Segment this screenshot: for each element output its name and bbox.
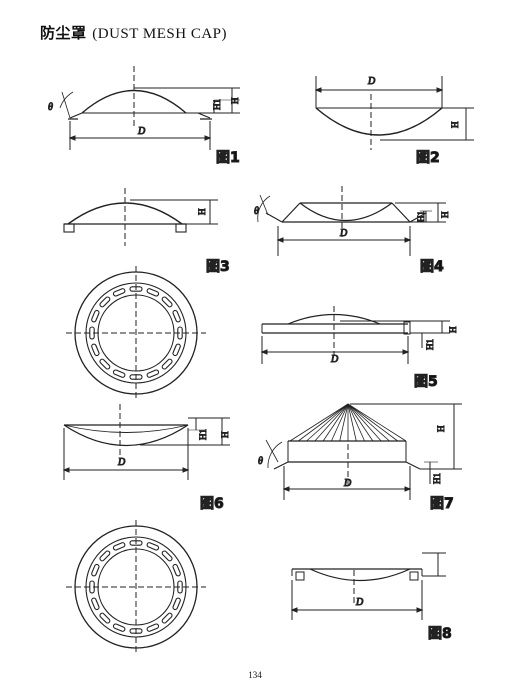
fig1-label: 图1 bbox=[216, 150, 240, 166]
cone-rib bbox=[331, 403, 349, 442]
figure-3 bbox=[63, 188, 218, 246]
figure-7 bbox=[265, 403, 462, 500]
cone-rib bbox=[347, 403, 398, 442]
fig4-dim-h: H bbox=[440, 211, 450, 218]
fig7-dim-h: H bbox=[436, 425, 446, 432]
ring-slot bbox=[172, 597, 181, 611]
ring-slot bbox=[91, 597, 100, 611]
ring-slot bbox=[112, 369, 126, 378]
ring-slot bbox=[172, 343, 181, 357]
figure-8 bbox=[290, 552, 446, 620]
ring-slot bbox=[99, 612, 111, 624]
cone-rib bbox=[314, 403, 349, 442]
ring-slot bbox=[91, 309, 100, 323]
ring-slot bbox=[89, 580, 95, 594]
figure-4 bbox=[257, 186, 446, 256]
fig3-label: 图3 bbox=[206, 259, 230, 275]
fig5-label: 图5 bbox=[414, 374, 438, 390]
fig7-dim-h1: H1 bbox=[432, 473, 442, 484]
cone-rib bbox=[347, 403, 357, 442]
fig4-dim-d: D bbox=[339, 228, 348, 239]
fig4-dim-h1: H1 bbox=[416, 211, 426, 222]
fig5-dim-h: H bbox=[448, 326, 458, 333]
fig7-dim-d: D bbox=[343, 478, 352, 489]
ring-slot bbox=[146, 288, 160, 297]
figure-2 bbox=[314, 76, 474, 150]
ring-slot bbox=[161, 550, 173, 562]
figure-1 bbox=[59, 66, 240, 150]
ring-slot bbox=[146, 542, 160, 551]
ring-slot bbox=[112, 623, 126, 632]
ring-slot bbox=[99, 296, 111, 308]
fig1-dim-h1: H1 bbox=[212, 99, 222, 110]
figure-5 bbox=[260, 306, 450, 364]
figure-6 bbox=[62, 404, 230, 480]
fig6-dim-h: H bbox=[220, 431, 230, 438]
fig2-dim-h: H bbox=[450, 121, 460, 128]
fig6-label: 图6 bbox=[200, 496, 224, 512]
ring-slot bbox=[172, 563, 181, 577]
cone-rib bbox=[306, 403, 349, 442]
ring-slot bbox=[129, 540, 143, 546]
fig2-label: 图2 bbox=[416, 150, 440, 166]
ring-slot bbox=[112, 288, 126, 297]
ring-slot bbox=[91, 343, 100, 357]
cone-rib bbox=[298, 403, 349, 442]
fig8-dim-d: D bbox=[355, 597, 364, 608]
ring-slot bbox=[146, 369, 160, 378]
ring-slot bbox=[129, 628, 143, 634]
fig2-dim-d: D bbox=[367, 76, 376, 87]
fig1-dim-h: H bbox=[230, 97, 240, 104]
fig5-dim-h1: H1 bbox=[425, 339, 435, 350]
cone-rib bbox=[347, 403, 365, 442]
page-number: 134 bbox=[248, 670, 262, 680]
ring-slot bbox=[161, 358, 173, 370]
cone-rib bbox=[347, 403, 407, 442]
ring-slot bbox=[146, 623, 160, 632]
title-en: (DUST MESH CAP) bbox=[92, 26, 227, 42]
cone-rib bbox=[347, 403, 390, 442]
ring-slot bbox=[99, 358, 111, 370]
ring-slot bbox=[99, 550, 111, 562]
cone-rib bbox=[289, 403, 349, 442]
fig5-dim-d: D bbox=[330, 354, 339, 365]
ring-slot bbox=[129, 374, 143, 380]
ring-slot bbox=[177, 580, 183, 594]
fig1-dim-theta: θ bbox=[48, 102, 53, 113]
ring-slot bbox=[91, 563, 100, 577]
cone-rib bbox=[347, 403, 374, 442]
fig3-dim-h: H bbox=[197, 208, 207, 215]
cone-rib bbox=[347, 403, 382, 442]
fig4-dim-theta: θ bbox=[254, 206, 259, 217]
fig4-label: 图4 bbox=[420, 259, 444, 275]
fig6-dim-d: D bbox=[117, 457, 126, 468]
ring-plate-bottom bbox=[66, 520, 206, 654]
ring-slot bbox=[177, 326, 183, 340]
page-title: 防尘罩 (DUST MESH CAP) bbox=[40, 22, 227, 43]
ring-slot bbox=[112, 542, 126, 551]
ring-slot bbox=[161, 612, 173, 624]
fig7-dim-theta: θ bbox=[258, 456, 263, 467]
cone-rib bbox=[322, 403, 349, 442]
ring-slot bbox=[89, 326, 95, 340]
title-zh: 防尘罩 bbox=[40, 24, 87, 42]
cone-rib bbox=[339, 403, 349, 442]
ring-slot bbox=[161, 296, 173, 308]
ring-slot bbox=[172, 309, 181, 323]
fig7-label: 图7 bbox=[430, 496, 454, 512]
ring-slot bbox=[129, 286, 143, 292]
fig1-dim-d: D bbox=[137, 126, 146, 137]
ring-plate-top bbox=[66, 266, 206, 400]
fig6-dim-h1: H1 bbox=[198, 429, 208, 440]
fig8-label: 图8 bbox=[428, 626, 452, 642]
